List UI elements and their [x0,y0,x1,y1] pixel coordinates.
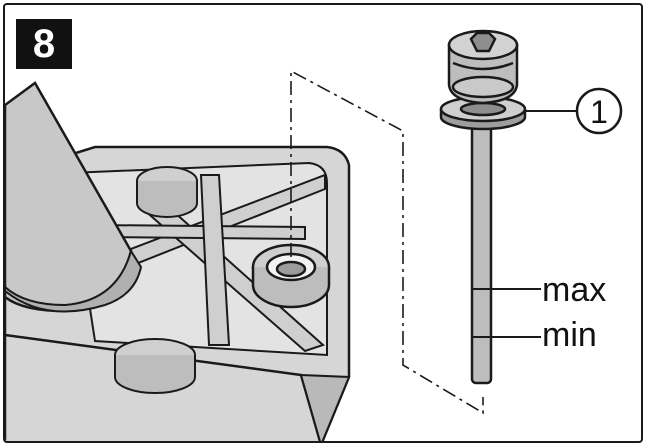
conical-housing-base [5,248,143,313]
plate-bosses [114,166,198,394]
base-plate-side-face [299,373,351,441]
max-label: max [542,271,607,309]
callout-circle [575,87,623,135]
callout-number: 1 [590,94,608,130]
step-number-badge: 8 [16,19,72,69]
bolt-hole-boss [251,243,331,309]
hex-socket [469,31,497,53]
assembly-illustration [5,29,623,441]
diagram-frame: 8 1 max min [3,3,643,443]
min-label: min [542,316,597,354]
plate-ribs [93,173,326,353]
bolt-shaft [470,119,493,385]
alignment-line [290,69,484,415]
bolt-head [447,29,519,105]
washer [439,95,527,131]
